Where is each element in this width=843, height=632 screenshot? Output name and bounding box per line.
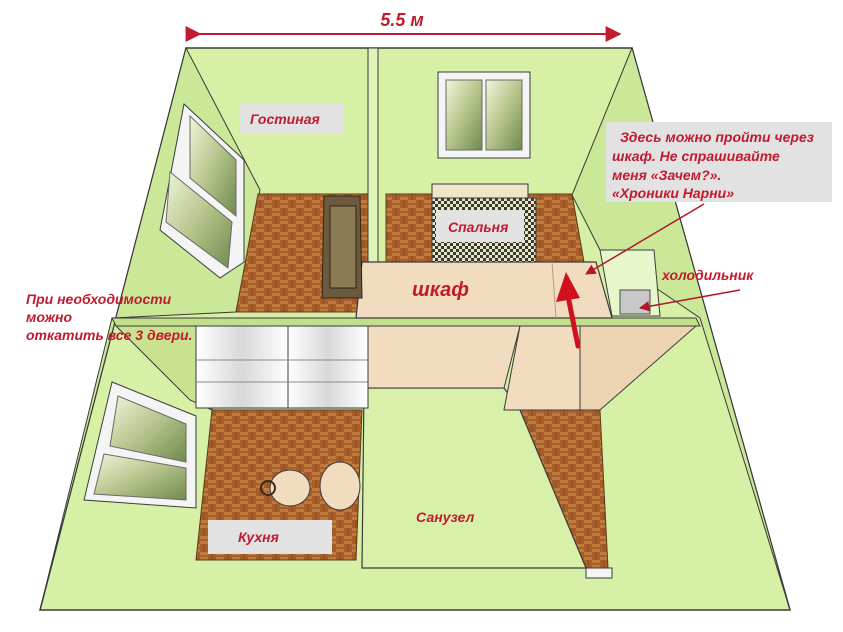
living-window — [159, 103, 245, 279]
passage-arrow — [556, 272, 581, 349]
room-labels: Гостиная Спальня Кухня Санузел — [238, 111, 508, 545]
room-label-kitchen: Кухня — [238, 529, 279, 545]
pointer-arrows — [556, 203, 741, 349]
doors-note-line: можно — [26, 309, 72, 325]
sofa — [321, 195, 363, 299]
kitchen-furniture — [260, 461, 361, 511]
room-label-bedroom: Спальня — [448, 219, 508, 235]
doors-note: При необходимости можно откатить все 3 д… — [26, 291, 193, 343]
doors-note-line: При необходимости — [26, 291, 172, 307]
narnia-note-line: «Хроники Нарни» — [612, 185, 734, 201]
sliding-doors — [114, 325, 698, 411]
windows — [83, 71, 531, 509]
narnia-pointer-arrow — [585, 203, 705, 275]
dimension-line: 5.5 м — [185, 10, 622, 42]
wardrobe-label: шкаф — [412, 279, 469, 301]
partitions — [111, 47, 701, 579]
kitchen-window — [83, 381, 197, 509]
room-label-living: Гостиная — [250, 111, 320, 127]
narnia-note-line: Здесь можно пройти через — [620, 129, 814, 145]
fridge-label: холодильник — [661, 267, 754, 283]
dimension-label: 5.5 м — [380, 10, 423, 30]
narnia-note: Здесь можно пройти через шкаф. Не спраши… — [612, 129, 814, 201]
fridge-pointer-arrow — [638, 289, 741, 312]
narnia-note-line: меня «Зачем?». — [612, 167, 721, 183]
doors-note-line: откатить все 3 двери. — [26, 327, 193, 343]
label-boxes — [208, 104, 832, 554]
bedroom-window — [437, 71, 531, 159]
room-label-bathroom: Санузел — [416, 509, 475, 525]
narnia-note-line: шкаф. Не спрашивайте — [612, 148, 780, 164]
